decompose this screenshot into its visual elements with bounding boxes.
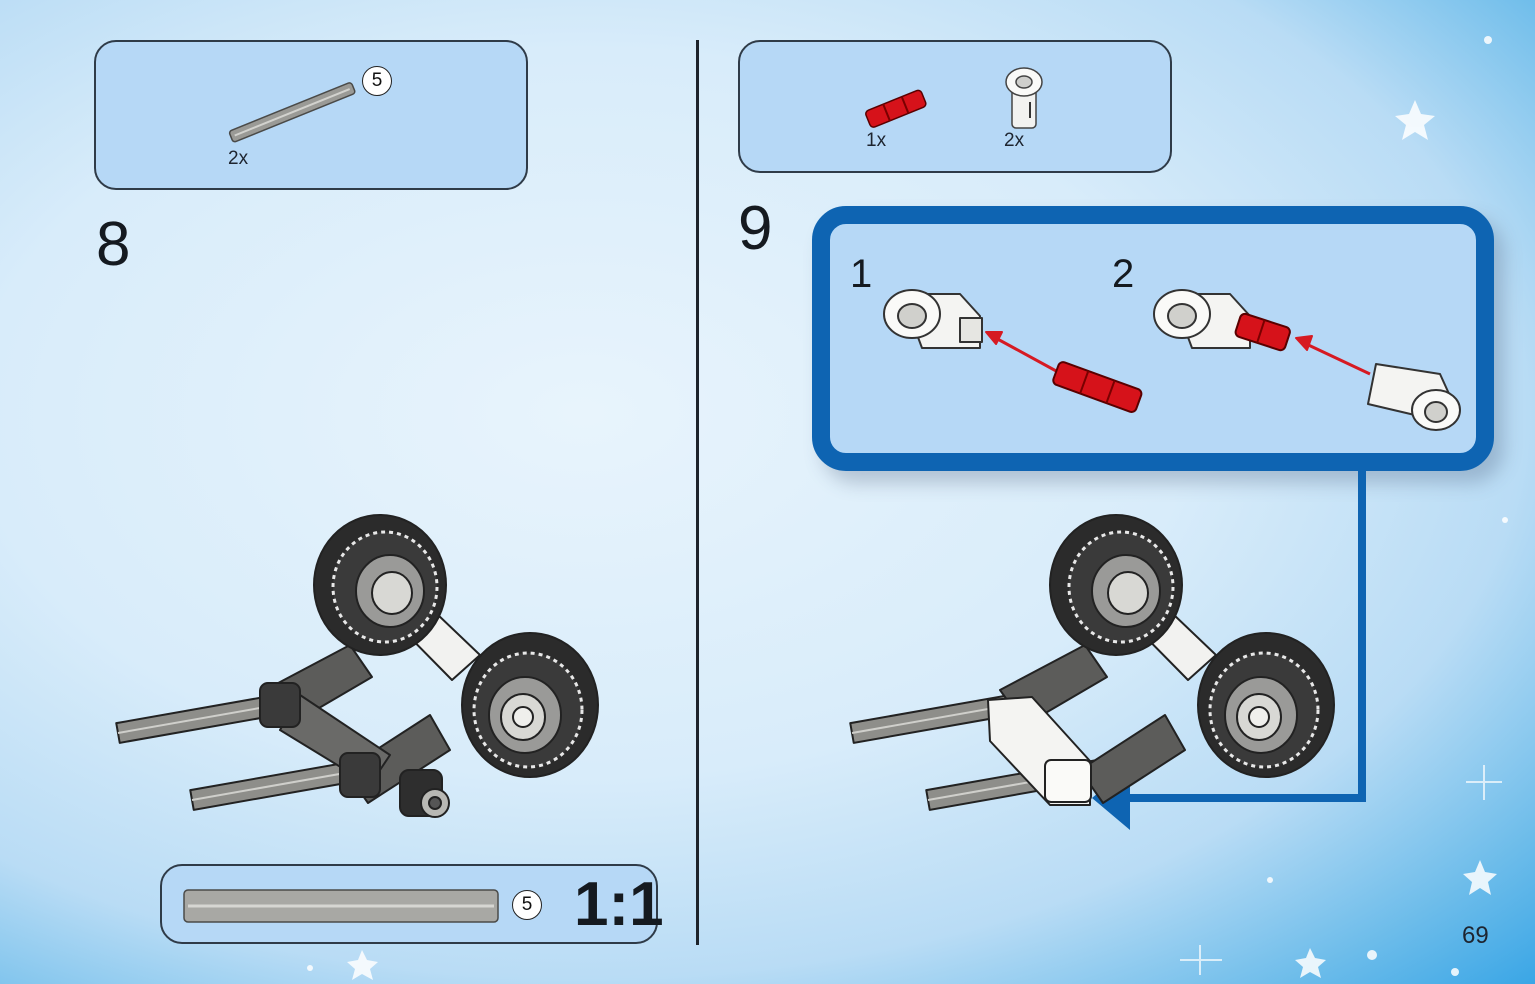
- substep-label-2: 2: [1112, 252, 1135, 296]
- axle-part-image: [228, 82, 356, 143]
- substep-label-1: 1: [850, 252, 873, 296]
- white-connector-quantity: 2x: [1004, 130, 1025, 151]
- axle-scale-image: [183, 889, 499, 923]
- subassembly-panel: 1 2: [812, 206, 1494, 471]
- scale-length-marker: 5: [512, 890, 542, 920]
- red-connector-quantity: 1x: [866, 130, 887, 151]
- scale-reference-box: 5 1:1: [160, 864, 664, 944]
- red-connector-part-image: [865, 89, 927, 128]
- white-angle-connector-part-image: [1005, 67, 1043, 129]
- step-number-8: 8: [96, 210, 131, 279]
- subassembly-illustration: [883, 289, 1461, 431]
- step9-parts-images: [865, 67, 1043, 129]
- scale-label: 1:1: [574, 870, 664, 939]
- page-number: 69: [1462, 922, 1489, 949]
- step-number-9: 9: [738, 194, 773, 263]
- axle-length-marker: 5: [362, 66, 392, 96]
- page-divider: [696, 40, 699, 945]
- axle-quantity: 2x: [228, 148, 249, 169]
- step8-model-illustration: [115, 514, 599, 818]
- step9-model-illustration: [849, 514, 1335, 811]
- step9-parts-callout: 1x 2x: [738, 40, 1172, 173]
- step8-parts-callout: 5 2x: [94, 40, 528, 190]
